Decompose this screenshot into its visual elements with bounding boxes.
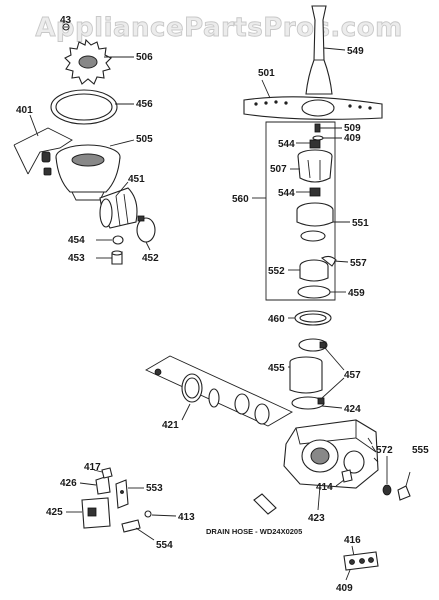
label-421: 421 [162,420,179,431]
label-43: 43 [60,15,72,26]
group-560-outline [265,121,336,301]
part-501-spray-arm[interactable] [243,96,383,120]
label-549: 549 [347,46,364,57]
part-549-wash-tower[interactable] [305,5,333,95]
label-554: 554 [156,540,173,551]
part-506-screen[interactable] [64,38,112,85]
label-551: 551 [352,218,369,229]
part-423-motor-housing[interactable] [283,419,379,489]
label-553: 553 [146,483,163,494]
label-451: 451 [128,174,145,185]
label-544-lower: 544 [278,188,295,199]
part-455-hose[interactable] [289,356,323,394]
part-509-screw[interactable] [314,123,321,133]
part-416-pads[interactable] [343,551,379,571]
watermark: AppliancePartsPros.com [35,13,402,43]
label-453: 453 [68,253,85,264]
part-557[interactable] [320,255,337,267]
part-555[interactable] [397,485,411,501]
part-453[interactable] [111,250,123,265]
label-506: 506 [136,52,153,63]
part-451-hose[interactable] [99,187,138,229]
part-457-clip-b[interactable] [291,396,325,410]
part-572[interactable] [382,484,392,496]
label-457: 457 [344,370,361,381]
group-421-outline [145,355,293,427]
label-424: 424 [344,404,361,415]
part-401-bracket[interactable] [13,127,73,176]
label-552: 552 [268,266,285,277]
part-459[interactable] [297,285,331,299]
part-554-bracket[interactable] [121,519,141,533]
part-456-seal[interactable] [50,89,118,125]
label-460: 460 [268,314,285,325]
label-425: 425 [46,507,63,518]
label-426: 426 [60,478,77,489]
drain-hose-caption: DRAIN HOSE - WD24X0205 [206,527,302,536]
part-505-pump-body[interactable] [55,144,121,201]
label-454: 454 [68,235,85,246]
part-454[interactable] [112,235,124,245]
label-560: 560 [232,194,249,205]
part-417[interactable] [101,467,113,479]
part-507-impeller[interactable] [297,149,333,183]
label-414: 414 [316,482,333,493]
label-423: 423 [308,513,325,524]
part-426-clip[interactable] [95,475,111,495]
part-544-lower[interactable] [309,187,321,197]
part-553-bracket[interactable] [115,479,129,509]
label-507: 507 [270,164,287,175]
part-544-top[interactable] [309,139,321,149]
part-460[interactable] [294,310,332,326]
label-455: 455 [268,363,285,374]
part-413[interactable] [144,510,152,518]
label-505: 505 [136,134,153,145]
label-413: 413 [178,512,195,523]
part-421-components[interactable] [154,368,270,425]
part-labels: 43 506 456 401 505 451 454 453 452 549 5… [16,15,429,594]
label-509: 509 [344,123,361,134]
part-43-screw[interactable] [62,23,70,31]
part-452-clamp[interactable] [136,215,156,243]
part-457-clip-a[interactable] [298,338,328,352]
label-417: 417 [84,462,101,473]
label-416: 416 [344,535,361,546]
label-459: 459 [348,288,365,299]
label-452: 452 [142,253,159,264]
part-552[interactable] [299,259,329,282]
label-557: 557 [350,258,367,269]
part-551-seal[interactable] [296,202,334,242]
label-409-lower: 409 [336,583,353,594]
label-401: 401 [16,105,33,116]
part-425-capacitor[interactable] [81,497,111,529]
label-544-upper: 544 [278,139,295,150]
label-456: 456 [136,99,153,110]
label-572: 572 [376,445,393,456]
label-409-upper: 409 [344,133,361,144]
part-409-washer[interactable] [312,135,324,141]
part-414[interactable] [341,469,353,483]
label-501: 501 [258,68,275,79]
label-555: 555 [412,445,429,456]
drain-hose[interactable] [253,493,277,515]
